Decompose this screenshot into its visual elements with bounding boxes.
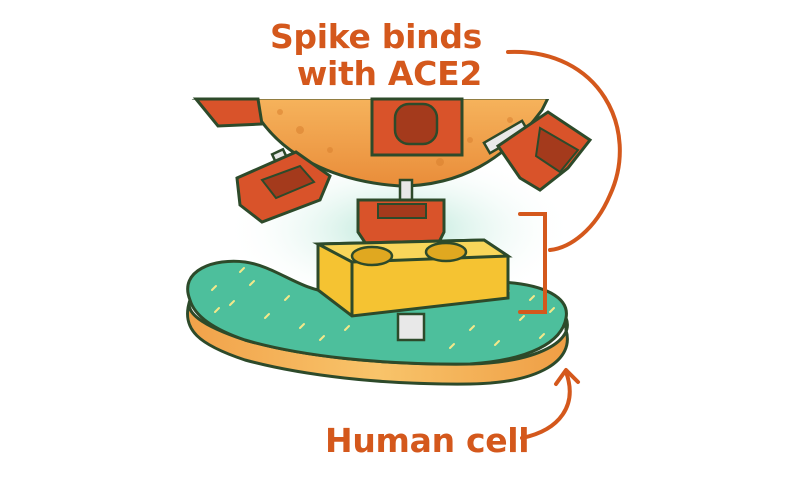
cell-arrow [520, 368, 580, 440]
binding-bracket [518, 212, 547, 314]
ace2-receptor [312, 238, 513, 318]
spike-binding-label: Spike binds with ACE2 [270, 18, 482, 93]
spike-top-center [370, 97, 464, 157]
spike-label-line1: Spike binds [269, 17, 482, 56]
human-cell-label: Human cell [325, 421, 530, 460]
spike-left [235, 147, 332, 224]
spike-right [482, 110, 593, 192]
spike-label-line2: with ACE2 [296, 54, 482, 94]
spike-top-left [192, 97, 264, 128]
spike-bound [356, 178, 446, 246]
spike-arrow [506, 49, 622, 252]
ace2-stalk [396, 312, 426, 342]
